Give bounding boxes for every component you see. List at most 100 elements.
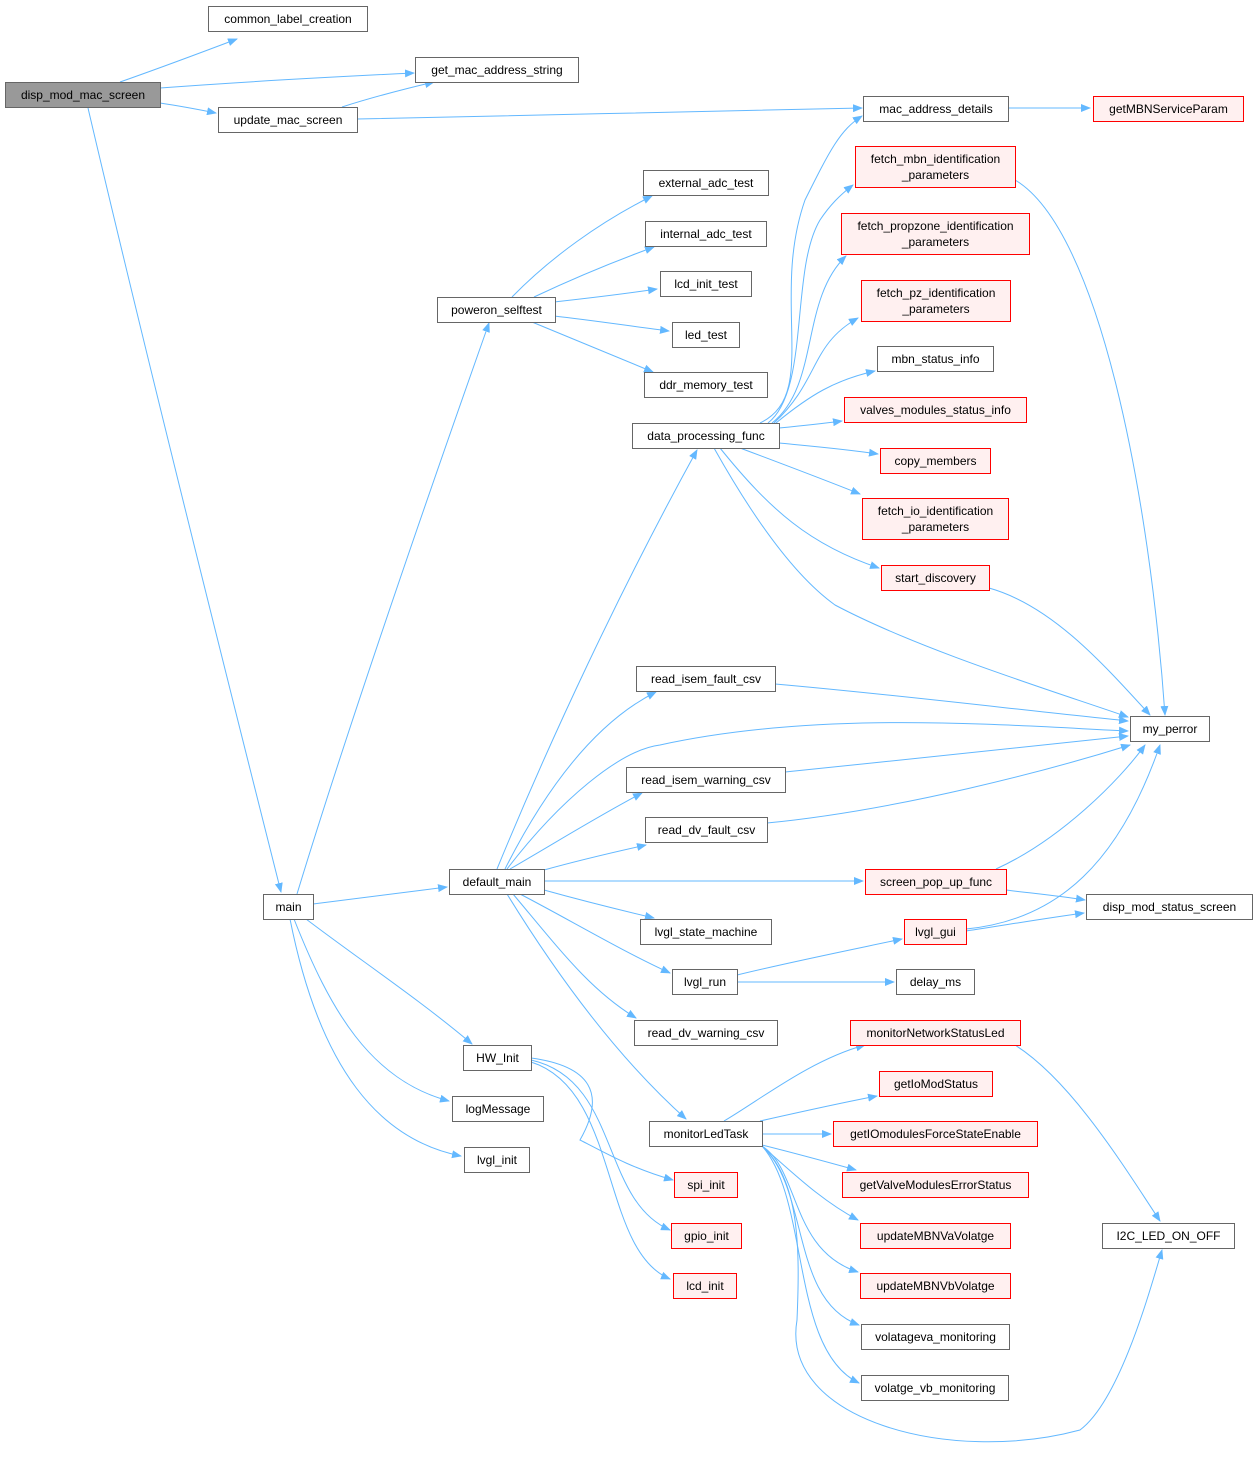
node-read-dv-fault-csv[interactable]: read_dv_fault_csv — [645, 817, 768, 843]
node-default-main[interactable]: default_main — [449, 869, 545, 895]
edge-data_processing_func-to-fetch_mbn — [767, 184, 854, 424]
node-label: update_mac_screen — [234, 113, 343, 127]
node-ddr-memory-test[interactable]: ddr_memory_test — [644, 372, 768, 398]
edge-line — [533, 246, 655, 298]
node-poweron-selftest[interactable]: poweron_selftest — [437, 297, 556, 323]
node-label: data_processing_func — [647, 429, 764, 443]
edge-data_processing_func-to-fetch_pz — [773, 317, 859, 424]
node-hw-init[interactable]: HW_Init — [463, 1045, 532, 1071]
node-label: disp_mod_mac_screen — [21, 88, 145, 102]
node-label: volatge_vb_monitoring — [875, 1381, 996, 1395]
edge-data_processing_func-to-fetch_io — [739, 447, 861, 495]
edge-line — [784, 733, 1129, 773]
edge-monitorLedTask-to-getValveModulesErrorStatus — [761, 1144, 857, 1172]
edge-disp_mod_mac_screen-to-common_label_creation — [119, 38, 238, 83]
node-box — [863, 96, 1009, 122]
node-fetch-mbn[interactable]: fetch_mbn_identification_parameters — [855, 146, 1016, 188]
node-external-adc-test[interactable]: external_adc_test — [643, 170, 769, 196]
node-updatembnvavolatge[interactable]: updateMBNVaVolatge — [860, 1223, 1011, 1249]
node-volatageva-monitoring[interactable]: volatageva_monitoring — [861, 1324, 1010, 1350]
edge-line — [512, 893, 637, 1019]
node-data-processing-func[interactable]: data_processing_func — [632, 423, 780, 449]
node-box — [1130, 716, 1210, 742]
node-screen-pop-up-func[interactable]: screen_pop_up_func — [865, 869, 1007, 895]
node-internal-adc-test[interactable]: internal_adc_test — [645, 221, 767, 247]
node-copy-members[interactable]: copy_members — [880, 448, 991, 474]
node-get-mac-address-string[interactable]: get_mac_address_string — [415, 57, 579, 83]
node-i2c-led-on-off[interactable]: I2C_LED_ON_OFF — [1102, 1223, 1235, 1249]
node-gpio-init[interactable]: gpio_init — [671, 1223, 742, 1249]
node-disp-mod-status-screen[interactable]: disp_mod_status_screen — [1086, 894, 1253, 920]
edge-data_processing_func-to-valves_modules_status_info — [778, 418, 843, 429]
edge-line — [496, 449, 698, 870]
node-label: read_isem_warning_csv — [641, 773, 770, 787]
node-lcd-init[interactable]: lcd_init — [673, 1273, 737, 1299]
node-getiomodstatus[interactable]: getIoModStatus — [879, 1071, 993, 1097]
node-update-mac-screen[interactable]: update_mac_screen — [218, 107, 358, 133]
node-read-isem-fault-csv[interactable]: read_isem_fault_csv — [636, 666, 776, 692]
node-my-perror[interactable]: my_perror — [1130, 716, 1210, 742]
edge-line — [723, 1043, 866, 1122]
edge-screen_pop_up_func-to-disp_mod_status_screen — [1005, 889, 1086, 903]
node-box — [862, 498, 1009, 540]
node-read-dv-warning-csv[interactable]: read_dv_warning_csv — [634, 1020, 778, 1046]
node-label: start_discovery — [895, 571, 976, 585]
node-label: read_dv_fault_csv — [658, 823, 755, 837]
node-lvgl-state-machine[interactable]: lvgl_state_machine — [640, 919, 772, 945]
node-box — [833, 1121, 1038, 1147]
edge-main-to-lvgl_init — [289, 918, 462, 1159]
edge-line — [767, 184, 854, 424]
node-box — [643, 170, 769, 196]
edge-line — [774, 683, 1129, 725]
node-label: _parameters — [901, 235, 969, 249]
node-getmbnserviceparam[interactable]: getMBNServiceParam — [1093, 96, 1244, 122]
node-led-test[interactable]: led_test — [672, 322, 740, 348]
node-lvgl-init[interactable]: lvgl_init — [464, 1147, 530, 1173]
node-fetch-io[interactable]: fetch_io_identification_parameters — [862, 498, 1009, 540]
edge-main-to-poweron_selftest — [296, 322, 490, 895]
node-read-isem-warning-csv[interactable]: read_isem_warning_csv — [626, 767, 786, 793]
node-common-label-creation[interactable]: common_label_creation — [208, 6, 368, 32]
node-lcd-init-test[interactable]: lcd_init_test — [660, 271, 752, 297]
node-box — [672, 322, 740, 348]
node-label: lvgl_init — [477, 1153, 518, 1167]
node-fetch-propzone[interactable]: fetch_propzone_identification_parameters — [841, 213, 1030, 255]
edge-poweron_selftest-to-led_test — [553, 315, 670, 334]
node-volatge-vb-monitoring[interactable]: volatge_vb_monitoring — [861, 1375, 1009, 1401]
node-lvgl-gui[interactable]: lvgl_gui — [904, 919, 967, 945]
node-label: my_perror — [1143, 722, 1198, 736]
node-box — [5, 82, 161, 108]
node-label: lvgl_gui — [915, 925, 956, 939]
node-label: disp_mod_status_screen — [1103, 900, 1236, 914]
node-monitornetworkstatusled[interactable]: monitorNetworkStatusLed — [850, 1020, 1021, 1046]
node-label: lcd_init — [686, 1279, 724, 1293]
node-label: fetch_io_identification — [878, 504, 993, 518]
edges-layer — [87, 38, 1169, 1443]
edge-HW_Init-to-lcd_init — [530, 1061, 671, 1280]
edge-line — [965, 910, 1085, 932]
edge-line — [543, 889, 655, 920]
node-logmessage[interactable]: logMessage — [452, 1096, 544, 1122]
node-mac-address-details[interactable]: mac_address_details — [863, 96, 1009, 122]
node-valves-modules-status-info[interactable]: valves_modules_status_info — [844, 397, 1027, 423]
node-spi-init[interactable]: spi_init — [674, 1172, 738, 1198]
node-lvgl-run[interactable]: lvgl_run — [672, 969, 738, 995]
edge-monitorNetworkStatusLed-to-I2C_LED_ON_OFF — [1014, 1044, 1161, 1222]
edge-main-to-default_main — [312, 884, 448, 905]
node-getvalvemoduleserrorstatus[interactable]: getValveModulesErrorStatus — [842, 1172, 1029, 1198]
node-disp-mod-mac-screen[interactable]: disp_mod_mac_screen — [5, 82, 161, 108]
edge-data_processing_func-to-fetch_propzone — [771, 255, 847, 424]
edge-monitorLedTask-to-updateMBNVbVolatge — [761, 1145, 859, 1274]
node-delay-ms[interactable]: delay_ms — [896, 969, 975, 995]
node-box — [880, 448, 991, 474]
node-main[interactable]: main — [263, 894, 314, 920]
node-updatembnvbvolatge[interactable]: updateMBNVbVolatge — [860, 1273, 1011, 1299]
node-box — [881, 565, 990, 591]
node-start-discovery[interactable]: start_discovery — [881, 565, 990, 591]
edge-line — [289, 918, 462, 1159]
node-monitorledtask[interactable]: monitorLedTask — [649, 1121, 763, 1147]
edge-poweron_selftest-to-ddr_memory_test — [531, 321, 654, 373]
node-mbn-status-info[interactable]: mbn_status_info — [877, 346, 994, 372]
node-getiomodulesforcestateenable[interactable]: getIOmodulesForceStateEnable — [833, 1121, 1038, 1147]
node-fetch-pz[interactable]: fetch_pz_identification_parameters — [861, 280, 1011, 322]
